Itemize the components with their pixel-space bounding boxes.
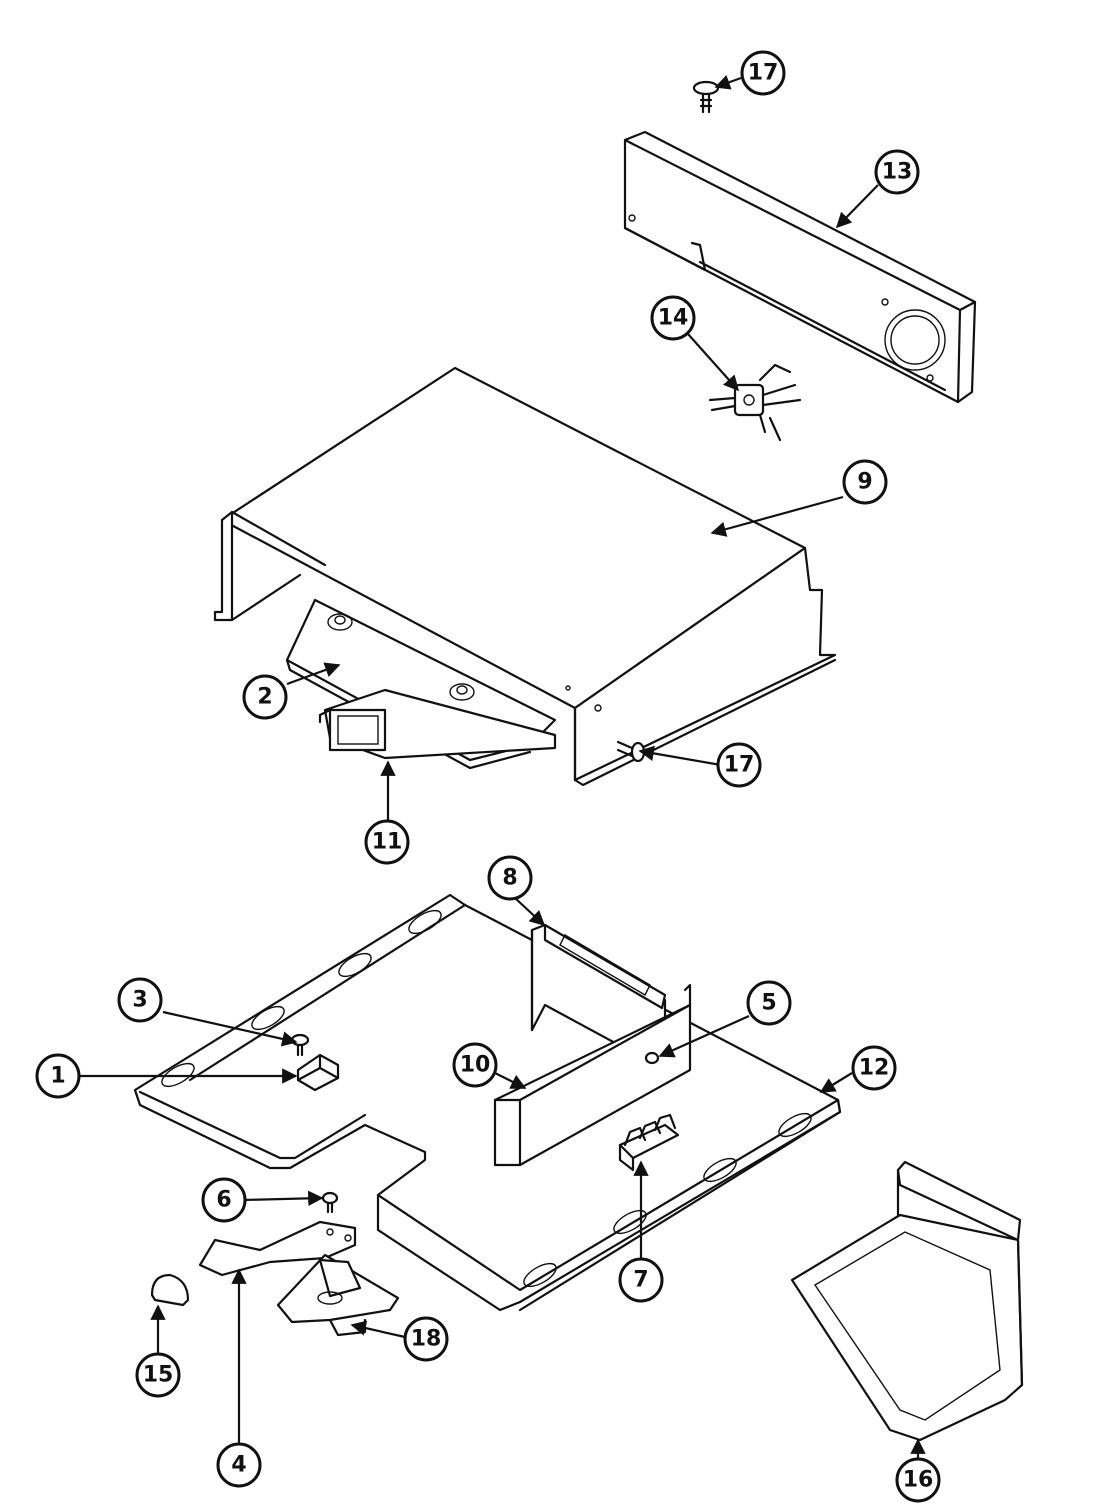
callout-label: 7: [633, 1268, 648, 1293]
callout-6: 6: [201, 1177, 247, 1223]
callout-label: 1: [50, 1064, 65, 1089]
duct-part: [318, 688, 557, 760]
callout-8: 8: [487, 855, 533, 901]
callout-label: 6: [216, 1188, 231, 1213]
callout-18: 18: [403, 1316, 449, 1362]
callout-label: 10: [460, 1053, 491, 1078]
callout-label: 13: [882, 160, 913, 185]
screw-part-top: [692, 80, 720, 114]
callout-13: 13: [874, 149, 920, 195]
callout-16: 16: [895, 1457, 941, 1503]
callout-10: 10: [452, 1042, 498, 1088]
callout-label: 8: [502, 866, 517, 891]
tray-part: [790, 1160, 1024, 1442]
callout-14: 14: [650, 295, 696, 341]
callout-11: 11: [364, 819, 410, 865]
callout-12: 12: [851, 1045, 897, 1091]
screw-part-6: [321, 1191, 339, 1214]
callout-4: 4: [216, 1442, 262, 1488]
callout-label: 15: [143, 1363, 174, 1388]
callout-label: 5: [761, 991, 776, 1016]
callout-1: 1: [35, 1053, 81, 1099]
callout-label: 18: [411, 1327, 442, 1352]
fan-motor-part: [708, 363, 802, 442]
callout-label: 16: [903, 1468, 934, 1493]
callout-label: 4: [231, 1453, 246, 1478]
callout-5: 5: [746, 980, 792, 1026]
leader-lines: [79, 75, 926, 1459]
callout-label: 3: [132, 988, 147, 1013]
callout-label: 12: [859, 1056, 890, 1081]
knob-part: [150, 1273, 190, 1307]
callout-9: 9: [842, 459, 888, 505]
callout-label: 14: [658, 306, 689, 331]
callout-17-side: 17: [716, 742, 762, 788]
clip-part: [296, 1053, 340, 1092]
latch-part: [276, 1253, 400, 1337]
callout-2: 2: [242, 674, 288, 720]
top-cover-part: [213, 366, 837, 787]
callout-label: 17: [724, 753, 755, 778]
callout-17-top: 17: [740, 50, 786, 96]
callout-label: 9: [857, 470, 872, 495]
callout-label: 2: [257, 685, 272, 710]
callout-15: 15: [135, 1352, 181, 1398]
callout-label: 17: [748, 61, 779, 86]
callout-3: 3: [117, 977, 163, 1023]
terminal-block-part: [618, 1113, 680, 1172]
rear-panel-part: [623, 130, 977, 404]
callout-7: 7: [618, 1257, 664, 1303]
callout-label: 11: [372, 830, 403, 855]
shield-part: [493, 983, 692, 1167]
